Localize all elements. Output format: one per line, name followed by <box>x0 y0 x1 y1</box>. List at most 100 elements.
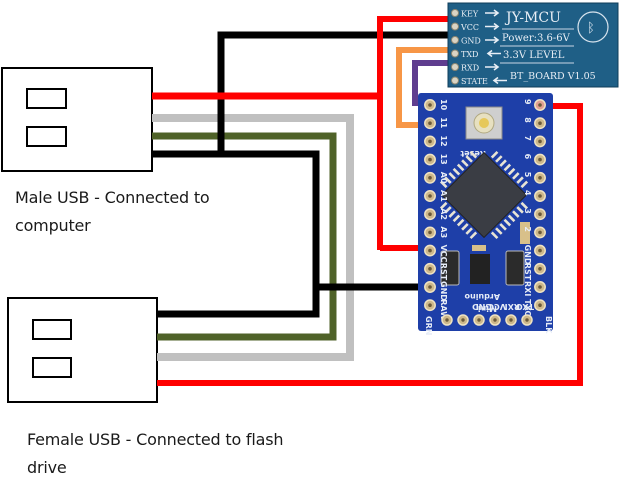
arduino-pin-label: RST <box>523 263 532 281</box>
chip-leg <box>456 163 465 172</box>
chip-leg <box>444 206 452 214</box>
chip-leg <box>452 167 461 176</box>
arduino-pin-label: 2 <box>523 226 532 232</box>
chip-leg <box>516 206 524 214</box>
chip-leg <box>439 201 448 210</box>
male-usb-slot-bottom <box>26 126 67 147</box>
arduino-pin-left-11: 11 <box>424 117 448 130</box>
arrow-right-icon <box>485 63 500 71</box>
bt-pin-state: STATE <box>451 76 507 86</box>
bt-module-level: 3.3V LEVEL <box>503 50 565 61</box>
arduino-pin-left-a0: A0 <box>424 172 448 184</box>
voltage-regulator <box>470 254 490 284</box>
wire-red-power-female <box>157 103 583 386</box>
arduino-pin-label: 13 <box>439 154 448 165</box>
arduino-pin-label: RXI <box>523 281 532 296</box>
arduino-pin-label: GND <box>439 281 448 301</box>
chip-leg <box>520 180 529 189</box>
chip-leg <box>503 218 512 227</box>
bt-pin-label: GND <box>461 37 481 46</box>
chip-leg <box>507 167 516 176</box>
arduino-pin-label: A0 <box>439 172 448 184</box>
arduino-pin-label: VCC <box>439 245 448 263</box>
arduino-pin-right-rst: RST <box>523 263 546 281</box>
arduino-pin-label: A3 <box>439 226 448 238</box>
mcu-chip <box>440 151 528 239</box>
chip-leg <box>448 210 456 218</box>
arduino-bottom-pin-label: GND <box>472 302 492 311</box>
chip-leg <box>512 172 520 180</box>
arduino-pin-label: 5 <box>523 172 532 178</box>
arduino-bottom-pin-label: RXI <box>505 302 520 311</box>
male-usb-caption: Male USB - Connected to computer <box>15 188 210 235</box>
arduino-pin-right-6: 6 <box>523 154 546 166</box>
chip-leg <box>512 210 520 218</box>
arrow-left-icon <box>486 49 501 58</box>
bt-module-power: Power:3.6-6V <box>502 33 571 44</box>
chip-leg <box>456 218 465 227</box>
arduino-pin-right-2: 2 <box>523 226 546 239</box>
arduino-pin-left-10: 10 <box>424 99 448 111</box>
chip-leg <box>465 155 473 163</box>
arduino-pin-label: 10 <box>439 99 448 111</box>
arduino-pin-left-a1: A1 <box>424 190 448 202</box>
bt-pin-vcc: VCC <box>451 22 500 32</box>
arduino-blk-label: BLK <box>544 316 553 334</box>
chip-leg <box>444 176 452 184</box>
female-usb-caption: Female USB - Connected to flash drive <box>27 430 284 477</box>
chip-leg <box>495 227 503 235</box>
wire-orange-txd <box>396 47 450 128</box>
bt-pin-rxd: RXD <box>451 63 500 73</box>
arduino-pin-right-txo: TXO <box>523 299 546 318</box>
arduino-pin-left-raw: RAW <box>424 299 448 320</box>
arduino-pin-left-12: 12 <box>424 135 448 148</box>
bt-module-title: JY-MCU <box>504 10 561 26</box>
capacitor-left <box>440 250 460 286</box>
arduino-grn-label: GRN <box>424 316 433 335</box>
arrow-right-icon <box>485 36 500 44</box>
bt-pin-label: STATE <box>461 77 488 86</box>
crystal <box>520 222 530 244</box>
chip-leg <box>516 176 524 184</box>
arduino-pin-left-vcc: VCC <box>424 245 448 263</box>
wire-red-power-bt <box>377 16 452 250</box>
arrow-right-icon <box>485 22 500 31</box>
arduino-pin-label: 9 <box>523 99 532 105</box>
arrow-left-icon <box>492 76 507 85</box>
chip-leg <box>461 159 469 167</box>
arduino-bottom-pin-label: TXO <box>516 302 534 311</box>
arduino-pin-label: RAW <box>439 299 448 320</box>
arduino-pin-right-8: 8 <box>523 117 546 130</box>
arduino-pin-label: A2 <box>439 208 448 220</box>
chip-leg <box>490 231 499 240</box>
arduino-pin-label: A1 <box>439 190 448 202</box>
arduino-name: Arduino <box>464 292 500 301</box>
arduino-pin-label: 7 <box>523 135 532 141</box>
chip-leg <box>490 150 499 159</box>
arduino-pin-right-rxi: RXI <box>523 281 546 296</box>
arduino-pin-headers: 10111213A0A1A2A3VCCRSTGNDRAW98765432GNDR… <box>424 99 553 335</box>
arduino-pin-left-gnd: GND <box>424 281 448 301</box>
arduino-pin-left-a3: A3 <box>424 226 448 239</box>
arduino-name-mini: Mini <box>478 304 497 313</box>
chip-leg <box>461 223 469 231</box>
bt-module-board <box>448 3 618 87</box>
arduino-pin-label: 3 <box>523 208 532 214</box>
bt-pin-label: KEY <box>461 10 479 19</box>
reset-button-cap <box>479 118 489 128</box>
chip-leg <box>499 223 507 231</box>
arduino-pin-right-9: 9 <box>523 99 546 111</box>
arduino-pin-right-gnd: GND <box>523 245 546 265</box>
arduino-pin-label: 6 <box>523 154 532 160</box>
arduino-pin-label: 12 <box>439 135 448 146</box>
male-usb-body <box>1 67 153 172</box>
bt-pin-gnd: GND <box>451 36 500 46</box>
arduino-pin-label: 11 <box>439 117 448 129</box>
arduino-pin-right-4: 4 <box>523 190 546 202</box>
chip-leg <box>495 155 503 163</box>
female-usb-body <box>7 297 158 403</box>
arduino-pin-label: 8 <box>523 117 532 123</box>
arduino-pin-left-rst: RST <box>424 263 448 281</box>
